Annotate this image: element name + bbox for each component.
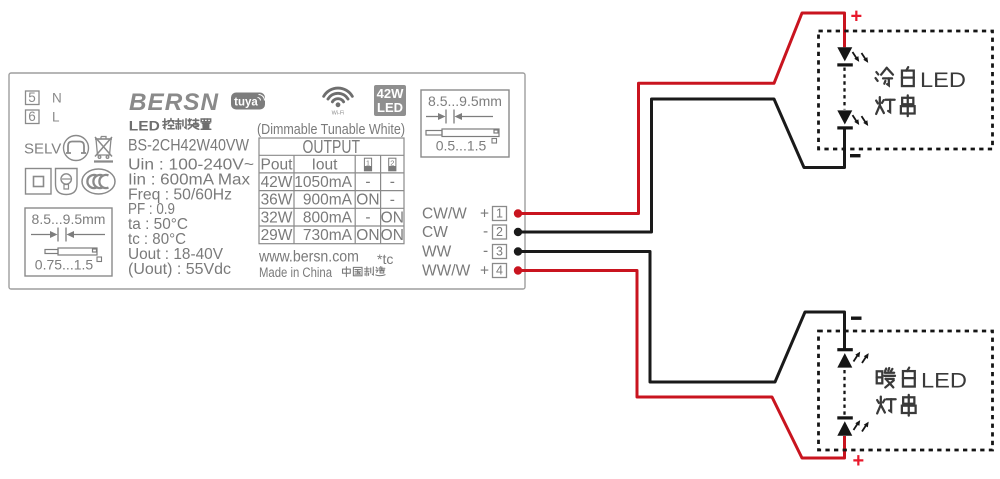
svg-text:BS-2CH42W40VW: BS-2CH42W40VW (128, 137, 249, 155)
svg-text:29W: 29W (261, 227, 293, 244)
svg-text:42W: 42W (377, 86, 404, 101)
svg-text:+: + (480, 206, 489, 223)
svg-text:WW/W: WW/W (422, 263, 471, 280)
svg-text:Freq : 50/60Hz: Freq : 50/60Hz (128, 186, 232, 203)
svg-text:4: 4 (496, 264, 503, 278)
svg-text:-: - (390, 174, 395, 191)
svg-text:-: - (483, 223, 488, 240)
svg-text:SELV: SELV (24, 141, 61, 158)
svg-text:BERSN: BERSN (129, 89, 219, 116)
svg-text:OUTPUT: OUTPUT (303, 137, 361, 157)
svg-text:N: N (52, 91, 62, 106)
svg-text:Iin : 600mA Max: Iin : 600mA Max (128, 171, 250, 188)
svg-text:-: - (365, 209, 370, 226)
svg-text:tuya: tuya (234, 97, 258, 109)
svg-text:LED: LED (129, 118, 160, 134)
svg-text:Iout: Iout (312, 156, 339, 173)
svg-text:www.bersn.com: www.bersn.com (258, 249, 359, 266)
svg-text:42W: 42W (261, 174, 293, 191)
svg-text:0.5...1.5: 0.5...1.5 (436, 138, 487, 154)
svg-text:ON: ON (381, 227, 404, 244)
svg-text:tc : 80°C: tc : 80°C (128, 231, 186, 248)
svg-text:LED: LED (921, 369, 967, 393)
svg-text:3: 3 (496, 245, 503, 259)
svg-text:6: 6 (28, 109, 36, 124)
svg-text:WW: WW (422, 244, 452, 261)
svg-text:Pout: Pout (261, 156, 294, 173)
svg-text:-: - (390, 191, 395, 208)
svg-text:(Dimmable Tunable White): (Dimmable Tunable White) (257, 122, 405, 138)
svg-text:5: 5 (28, 90, 36, 105)
svg-text:Wi-Fi: Wi-Fi (332, 111, 345, 117)
svg-text:8.5...9.5mm: 8.5...9.5mm (32, 211, 106, 227)
svg-text:1: 1 (496, 207, 503, 221)
svg-text:ON: ON (356, 227, 379, 244)
svg-text:+: + (851, 6, 863, 28)
svg-text:*tc: *tc (377, 251, 393, 267)
svg-text:PF : 0.9: PF : 0.9 (128, 201, 175, 218)
svg-text:1: 1 (366, 159, 370, 168)
svg-text:-: - (365, 174, 370, 191)
svg-text:ta : 50°C: ta : 50°C (128, 216, 188, 233)
svg-text:ON: ON (381, 209, 404, 226)
svg-text:Uout : 18-40V: Uout : 18-40V (128, 246, 224, 263)
svg-text:(Uout) : 55Vdc: (Uout) : 55Vdc (128, 261, 231, 278)
svg-text:Uin : 100-240V~: Uin : 100-240V~ (128, 157, 254, 174)
svg-text:1050mA: 1050mA (294, 174, 352, 191)
svg-text:800mA: 800mA (303, 209, 353, 226)
svg-text:CW/W: CW/W (422, 206, 467, 223)
svg-text:36W: 36W (261, 192, 293, 209)
svg-text:730mA: 730mA (303, 227, 353, 244)
svg-text:2: 2 (496, 225, 503, 239)
svg-text:L: L (52, 110, 60, 125)
svg-text:900mA: 900mA (303, 192, 353, 209)
svg-text:32W: 32W (261, 209, 293, 226)
svg-text:LED: LED (377, 100, 403, 115)
svg-text:+: + (480, 263, 489, 280)
svg-text:CW: CW (422, 224, 448, 241)
svg-text:LED: LED (920, 68, 966, 92)
svg-text:ON: ON (356, 192, 379, 209)
svg-text:2: 2 (390, 159, 394, 168)
svg-text:-: - (483, 243, 488, 260)
svg-text:+: + (853, 450, 865, 472)
svg-text:Made in China: Made in China (259, 265, 332, 280)
svg-text:0.75...1.5: 0.75...1.5 (35, 257, 94, 273)
svg-text:8.5...9.5mm: 8.5...9.5mm (428, 93, 502, 109)
